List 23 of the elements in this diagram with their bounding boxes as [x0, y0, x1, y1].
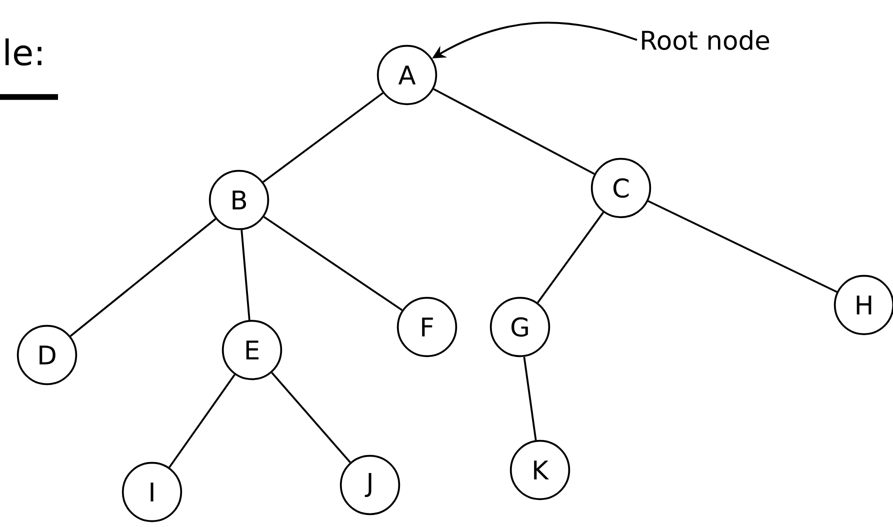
tree-node: D	[16, 324, 78, 386]
tree-edge	[70, 218, 216, 337]
tree-node: K	[510, 440, 570, 500]
tree-edge	[240, 230, 250, 320]
tree-edge	[523, 356, 537, 440]
annotation-text: Root node	[642, 30, 770, 50]
tree-node: C	[590, 158, 652, 218]
tree-node: F	[396, 296, 458, 358]
tree-edge	[271, 372, 351, 463]
tree-edge	[168, 374, 236, 468]
tree-node: G	[490, 296, 550, 358]
tree-node: H	[834, 274, 893, 336]
tree-node: B	[208, 170, 270, 230]
tree-edge	[262, 92, 384, 183]
tree-edge	[648, 200, 838, 293]
tree-node: E	[222, 320, 282, 380]
tree-node: A	[376, 44, 438, 106]
tree-edge	[263, 216, 403, 311]
tree-edge	[433, 88, 595, 175]
tree-node: I	[122, 462, 182, 522]
heading-text: le:	[6, 38, 42, 66]
tree-node: J	[340, 454, 400, 516]
tree-edge	[536, 212, 604, 304]
